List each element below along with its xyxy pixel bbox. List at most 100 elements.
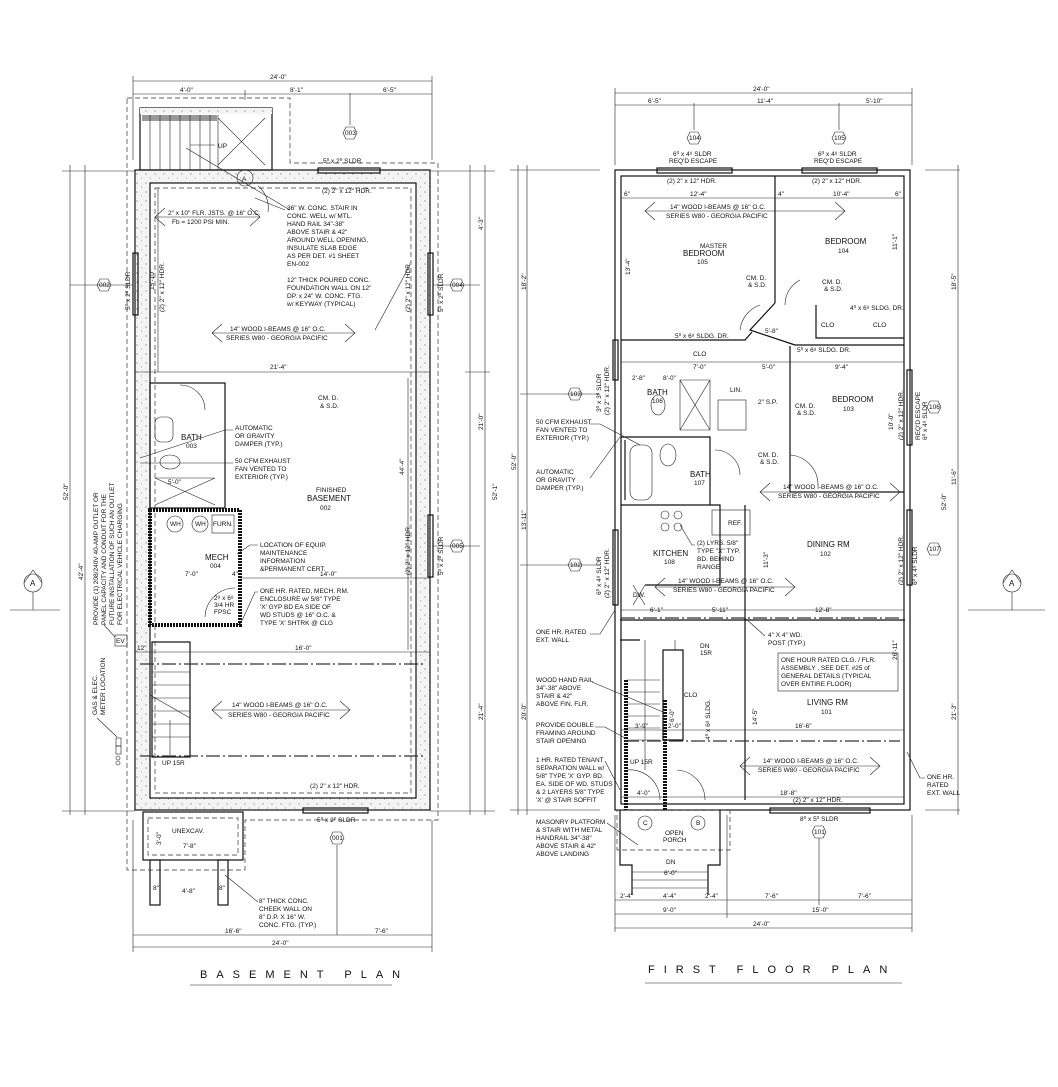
- svg-text:SERIES W80 - GEORGIA PACIFIC: SERIES W80 - GEORGIA PACIFIC: [673, 587, 775, 594]
- beam-arrow-lower: 14" WOOD I-BEAMS @ 16" O.C.SERIES W80 - …: [211, 700, 351, 720]
- beam-arrow-upper: 14" WOOD I-BEAMS @ 16" O.C. SERIES W80 - …: [211, 323, 356, 343]
- dim-cheek-w: 4'-8": [182, 888, 196, 895]
- dim-5-11: 5'-11": [712, 607, 729, 614]
- window-tag-106: 106: [926, 400, 942, 414]
- beam-arrow-kitchen: 14" WOOD I-BEAMS @ 16" O.C. SERIES W80 - …: [654, 577, 796, 597]
- dw-label: DW.: [633, 592, 645, 599]
- dim-ff-left-overall: 52'-0": [511, 453, 518, 470]
- window-right-mid-label: 5⁰ x 2⁰ SLDR: [437, 536, 445, 575]
- svg-text:106: 106: [929, 404, 940, 411]
- svg-text:104: 104: [689, 135, 700, 142]
- dim-ff-bot-c: 2'-4": [705, 893, 719, 900]
- header-right-top-label: (2) 2" x 12" HDR.: [405, 262, 412, 312]
- first-floor-plan-title: FIRST FLOOR PLAN: [648, 964, 896, 976]
- room-bath-003: BATH: [181, 433, 202, 442]
- dim-right-a: 4'-3": [478, 216, 485, 230]
- dim-7-0: 7'-0": [185, 571, 199, 578]
- meter-icon: [96, 717, 122, 766]
- room-mech: MECH: [205, 553, 229, 562]
- window-101-label: 8⁰ x 5⁰ SLDR: [800, 815, 839, 823]
- dim-left-b: 42'-4": [78, 563, 85, 580]
- smoke-detector-hall: CM. D.& S.D.: [758, 452, 779, 466]
- window-right-top-label: 5⁰ x 2⁰ SLDR: [437, 273, 445, 312]
- svg-text:102: 102: [570, 562, 581, 569]
- svg-text:003: 003: [345, 130, 356, 137]
- window-tag-105: 105: [831, 103, 847, 145]
- sliding-door-4: 4⁰ x 6⁸ SLDG.: [704, 699, 712, 740]
- window-tag-003: 003: [342, 93, 358, 140]
- svg-text:SERIES W80 - GEORGIA PACIFIC: SERIES W80 - GEORGIA PACIFIC: [226, 335, 328, 342]
- note-mech-enclosure: ONE HR. RATED, MECH. RM.ENCLOSURE w/ 5/8…: [260, 588, 349, 627]
- note-meter: GAS & ELEC.METER LOCATION: [92, 657, 107, 715]
- dim-6-1: 6'-1": [650, 607, 664, 614]
- svg-text:SERIES W80 - GEORGIA PACIFIC: SERIES W80 - GEORGIA PACIFIC: [778, 493, 880, 500]
- dim-right-c: 21'-4": [478, 703, 485, 720]
- dim-right-b: 21'-0": [478, 413, 485, 430]
- dim-6b: 6": [895, 191, 902, 198]
- header-left-b: (2) 2" x 12" HDR.: [604, 548, 611, 598]
- dim-11-3: 11'-3": [763, 551, 770, 568]
- floor-joist-note: 2" x 10" FLR. JSTS. @ 16" O.C.Fb = 1200 …: [168, 210, 261, 226]
- beam-arrow-top: 14" WOOD I-BEAMS @ 16" O.C.SERIES W80 - …: [644, 201, 846, 221]
- dim-7-0-ff: 7'-0": [693, 364, 707, 371]
- svg-text:A: A: [30, 579, 36, 588]
- dim-9-4: 9'-4": [835, 364, 849, 371]
- clo-3: CLO: [873, 322, 886, 329]
- svg-text:105: 105: [834, 135, 845, 142]
- dim-ff-bot-a: 2'-4": [620, 893, 634, 900]
- dim-18-8: 18'-8": [780, 790, 797, 797]
- header-top-right: (2) 2" x 12" HDR.: [812, 178, 862, 185]
- window-tag-004: 004: [433, 278, 480, 292]
- window-107-label: 6⁰ x 4⁸ SLDR: [911, 546, 919, 585]
- dim-ff-bot-e: 7'-6": [858, 893, 872, 900]
- svg-text:14" WOOD I-BEAMS @ 16" O.C.: 14" WOOD I-BEAMS @ 16" O.C.: [678, 578, 774, 585]
- dim-11-1: 11'-1": [892, 233, 899, 250]
- dim-ff-overall-top: 24'-0": [753, 86, 770, 93]
- dim-bottom-overall: 24'-0": [272, 940, 289, 947]
- note-ev-charging: PROVIDE (1) 208/240V 40-AMP OUTLET ORPAN…: [93, 483, 124, 625]
- dim-ff-top-a: 6'-5": [648, 98, 662, 105]
- dim-bottom-a: 16'-6": [225, 928, 242, 935]
- dim-2-8: 2'-8": [632, 375, 646, 382]
- svg-text:103: 103: [570, 391, 581, 398]
- header-right-b: (2) 2" x 12" HDR.: [898, 535, 905, 585]
- svg-text:14" WOOD I-BEAMS @ 16" O.C.: 14" WOOD I-BEAMS @ 16" O.C.: [670, 204, 766, 211]
- dim-ff-bot-d: 7'-6": [765, 893, 779, 900]
- svg-text:14" WOOD I-BEAMS @ 16" O.C.: 14" WOOD I-BEAMS @ 16" O.C.: [230, 326, 326, 333]
- window-top-label: 5⁰ x 2⁰ SLDR: [323, 157, 362, 165]
- dim-13-4: 13'-4": [625, 258, 632, 275]
- window-tag-002: 002: [70, 278, 133, 292]
- wh2-label: WH: [195, 521, 206, 528]
- dim-14-0: 14'-0": [320, 571, 337, 578]
- section-marker-right: A: [968, 569, 1045, 611]
- ref-label: REF.: [728, 520, 742, 527]
- window-tag-102: 102: [520, 558, 600, 572]
- dim-2-0: 2'-0": [668, 723, 682, 730]
- dim-left-overall: 52'-0": [63, 483, 70, 500]
- dim-10-0: 10'-0": [888, 413, 895, 430]
- dim-6a: 6": [624, 191, 631, 198]
- dim-26-11: 26'-11": [892, 640, 899, 660]
- smoke-detector-basement: CM. D.& S.D.: [318, 395, 339, 410]
- dim-cheek-b: 8": [219, 885, 226, 892]
- dim-12: 12": [137, 645, 147, 652]
- header-left-a: (2) 2" x 12" HDR.: [604, 365, 611, 415]
- header-right-a: (2) 2" x 12" HDR.: [898, 390, 905, 440]
- dim-ff-bottom-overall: 24'-0": [753, 921, 770, 928]
- dim-ff-left-a: 18'-2": [521, 273, 528, 290]
- header-left-label: (2) 2" x 12" HDR.: [159, 262, 166, 312]
